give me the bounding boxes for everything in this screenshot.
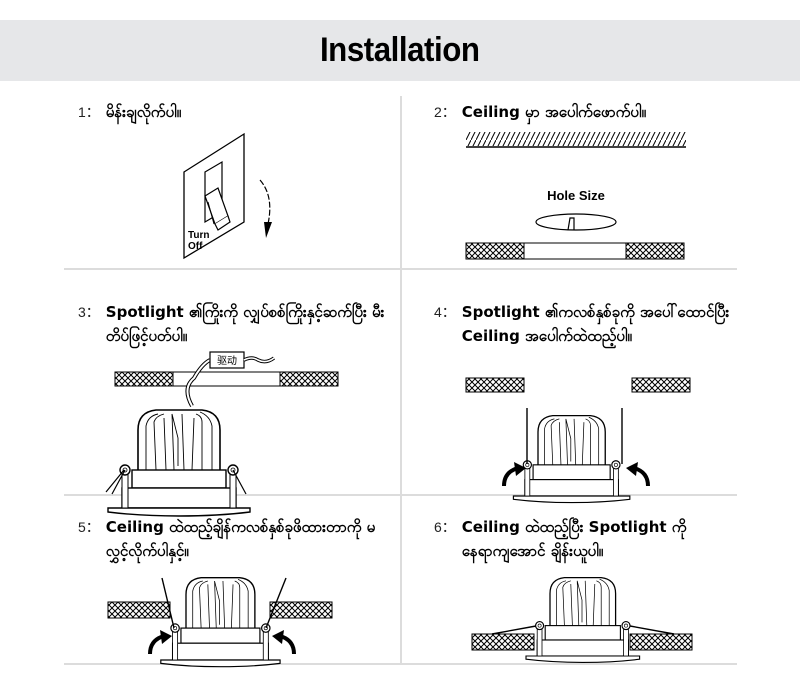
step-number: 4： (434, 304, 456, 320)
step-4-title: 4： Spotlight ၏ကလစ်နှစ်ခုကို အပေါ်ထောင်ပြီ… (434, 300, 754, 348)
hole-size-label: Hole Size (547, 188, 605, 203)
curl-arrow-right-icon (270, 628, 296, 656)
step-number: 6： (434, 519, 456, 535)
ceiling-hole-illustration: Hole Size (465, 132, 686, 260)
wall-switch-illustration: Turn Off (183, 132, 272, 260)
step-2-title: 2： Ceiling မှာ အပေါက်ဖောက်ပါ။ (434, 100, 646, 124)
step-instruction: Spotlight ၏ကြိုးကို လျှပ်စစ်ကြိုးနှင့်ဆက… (105, 303, 385, 345)
clip-left (491, 625, 537, 635)
step-1-title: 1： မိန်းချလိုက်ပါ။ (78, 100, 181, 124)
turn-label: Turn (188, 230, 209, 241)
title-banner: Installation (0, 20, 800, 81)
row-divider-1 (64, 268, 737, 270)
step-instruction: Ceiling ထဲထည့်ချိန်ကလစ်နှစ်ခုဖိထားတာကို … (105, 518, 376, 560)
curl-arrow-left-icon (148, 628, 174, 656)
row-divider-bottom (64, 663, 737, 665)
raise-clips-illustration (465, 377, 691, 504)
curl-arrow-left-icon (502, 460, 528, 488)
ceiling-board-left (465, 242, 525, 260)
ceiling-hatch (466, 132, 686, 146)
spotlight (107, 409, 251, 517)
step-6-title: 6： Ceiling ထဲထည့်ပြီး Spotlight ကို နေရာက… (434, 515, 754, 563)
step-number: 2： (434, 104, 456, 120)
driver-label: 驱动 (217, 355, 237, 367)
step-instruction: မိန်းချလိုက်ပါ။ (105, 103, 182, 121)
clip-left (161, 577, 175, 629)
step-instruction: Ceiling မှာ အပေါက်ဖောက်ပါ။ (461, 103, 646, 121)
insert-clips-illustration (107, 577, 333, 668)
off-label: Off (188, 241, 203, 252)
column-divider (400, 96, 402, 664)
adjust-position-illustration (471, 576, 693, 664)
step-number: 3： (78, 304, 100, 320)
clip-right (265, 577, 287, 629)
step-number: 5： (78, 519, 100, 535)
ceiling-board-right (625, 242, 685, 260)
row-divider-2 (64, 494, 737, 496)
hole-opening (523, 242, 627, 260)
step-5-title: 5： Ceiling ထဲထည့်ချိန်ကလစ်နှစ်ခုဖိထားတာကိ… (78, 515, 398, 563)
rotate-arrow-icon (259, 179, 271, 225)
spotlight (525, 576, 641, 664)
spotlight (512, 414, 631, 504)
step-instruction: Ceiling ထဲထည့်ပြီး Spotlight ကို နေရာကျအ… (461, 518, 687, 560)
hole-ellipse (535, 213, 617, 231)
clip-right (629, 625, 675, 635)
curl-arrow-right-icon (624, 460, 650, 488)
connect-driver-illustration: 驱动 (105, 351, 339, 517)
page-title: Installation (320, 31, 480, 69)
step-3-title: 3： Spotlight ၏ကြိုးကို လျှပ်စစ်ကြိုးနှင့်… (78, 300, 398, 348)
spotlight (160, 577, 281, 668)
step-number: 1： (78, 104, 100, 120)
step-instruction: Spotlight ၏ကလစ်နှစ်ခုကို အပေါ်ထောင်ပြီး … (461, 303, 730, 345)
